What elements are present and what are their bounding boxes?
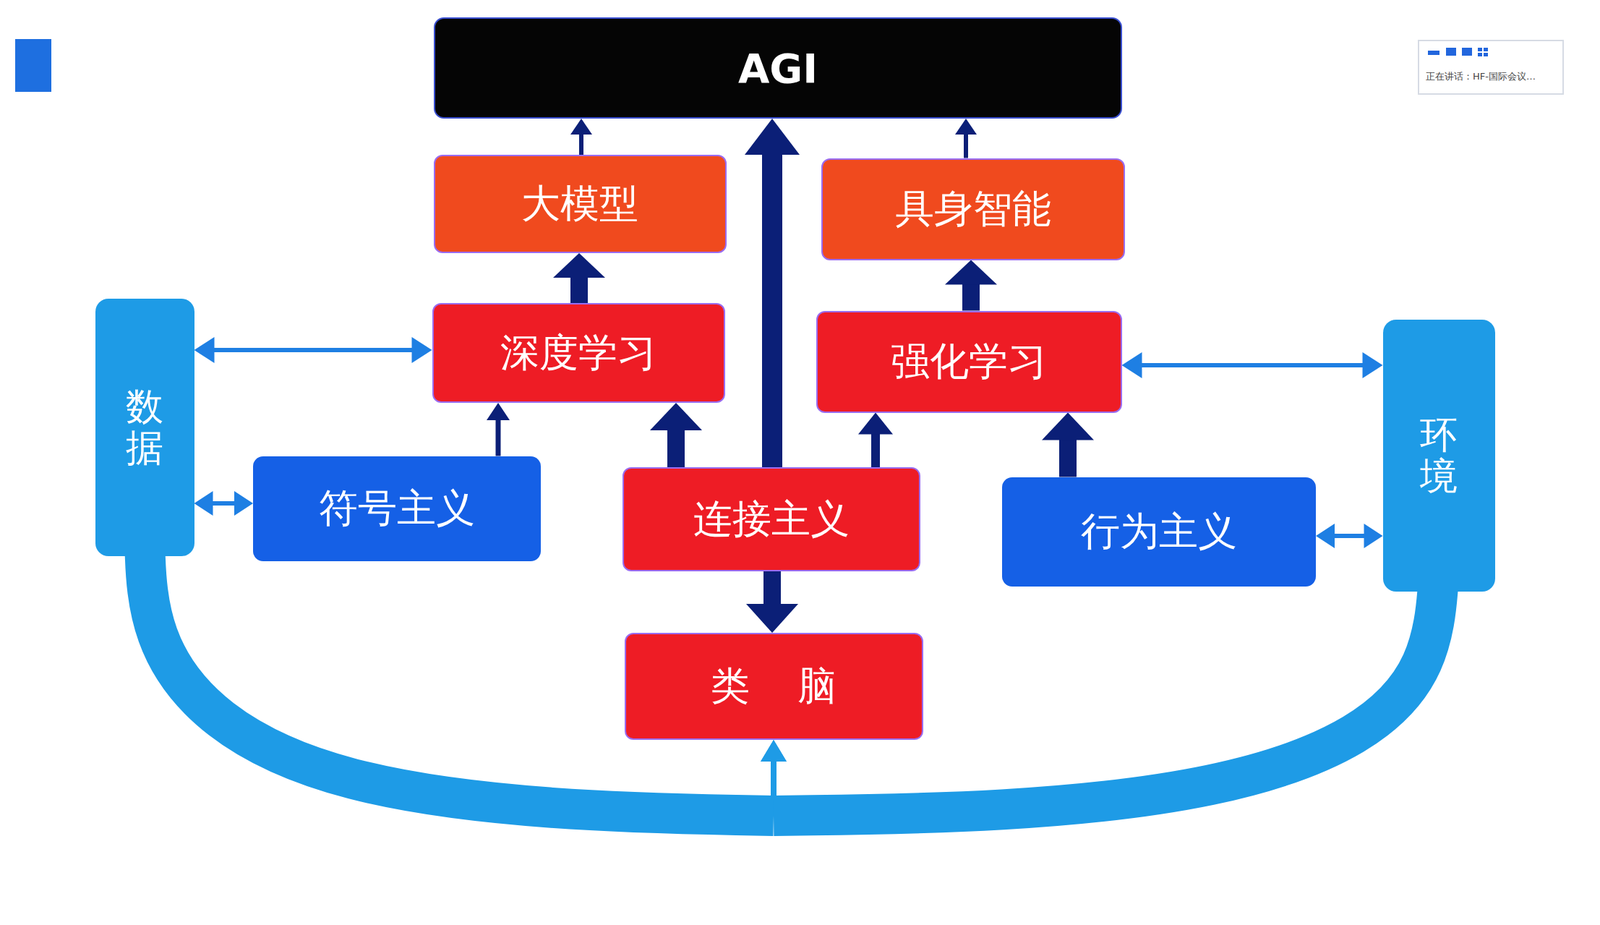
connector: [553, 253, 606, 303]
panel-icon: [1446, 47, 1457, 56]
arrow-head: [1364, 523, 1384, 549]
connector: [486, 402, 510, 457]
connector: [649, 402, 703, 468]
arrow-shaft: [579, 133, 584, 155]
goal-box: AGI: [433, 17, 1123, 119]
arrow-head: [955, 118, 977, 135]
arrow-head: [412, 336, 433, 363]
node-label: 行为主义: [1080, 505, 1238, 559]
connector: [955, 118, 977, 159]
connector: [858, 412, 893, 468]
arrow-head: [1315, 523, 1335, 549]
arrow-head: [744, 118, 800, 155]
method-box: 强化学习: [816, 310, 1123, 413]
arrow-head: [553, 253, 606, 278]
panel-icon: [1427, 50, 1440, 55]
arrow-shaft: [570, 276, 588, 303]
speaker-note: 正在讲话：HF-国际会议…: [1425, 70, 1536, 84]
node-label: 数据: [125, 386, 164, 469]
connector: [194, 336, 433, 363]
connector: [1041, 412, 1094, 478]
corner-square: [15, 39, 52, 92]
school-box: 行为主义: [1002, 477, 1316, 587]
arrow-head: [858, 412, 893, 435]
arrow-shaft: [1140, 362, 1365, 368]
arrow-shaft: [962, 283, 980, 311]
arrow-shaft: [667, 428, 685, 468]
arrow-head: [760, 739, 787, 762]
arrow-head: [760, 739, 787, 762]
arrow-shaft: [1333, 533, 1366, 538]
arrow-head: [194, 490, 214, 516]
panel-icon: [1477, 52, 1483, 57]
node-label: 连接主义: [693, 493, 850, 546]
speaker-panel: [1418, 40, 1564, 94]
panel-icon: [1483, 47, 1488, 52]
node-label: 环境: [1419, 414, 1458, 497]
node-label: AGI: [738, 44, 818, 92]
connector: [1122, 352, 1384, 379]
arrow-head: [1362, 352, 1384, 379]
method-box: 深度学习: [432, 302, 726, 403]
connector: [746, 571, 799, 633]
arrow-head: [194, 336, 215, 363]
application-box: 大模型: [433, 154, 727, 254]
arrow-head: [944, 260, 998, 285]
node-label: 大模型: [521, 177, 639, 231]
node-label: 深度学习: [500, 326, 657, 380]
arrow-shaft: [762, 153, 783, 468]
arrow-head: [570, 118, 593, 135]
arrow-head: [234, 490, 254, 516]
arrow-head: [486, 402, 510, 421]
connector: [194, 490, 254, 516]
arrow-shaft: [770, 759, 777, 796]
arrow-shaft: [871, 433, 880, 468]
school-box: 连接主义: [622, 467, 921, 572]
panel-icon: [1483, 52, 1488, 57]
arrow-shaft: [763, 571, 781, 606]
panel-icon: [1477, 47, 1483, 52]
connector: [744, 118, 800, 468]
connector: [570, 118, 593, 155]
connector: [944, 260, 998, 311]
node-label: 强化学习: [890, 335, 1047, 389]
arrow-head: [1122, 352, 1143, 379]
arrow-head: [746, 603, 799, 633]
arrow-shaft: [1059, 438, 1077, 478]
brain-box: 类 脑: [624, 632, 924, 740]
arrow-shaft: [770, 759, 777, 796]
node-label: 符号主义: [318, 482, 476, 536]
source-band: 环境: [1383, 319, 1496, 592]
arrow-head: [1041, 412, 1094, 441]
school-box: 符号主义: [253, 456, 541, 562]
arrow-head: [649, 402, 703, 431]
connector: [1315, 523, 1384, 549]
node-label: 具身智能: [895, 182, 1052, 236]
panel-icon: [1461, 47, 1473, 56]
arrow-shaft: [495, 418, 502, 457]
arrow-shaft: [213, 347, 414, 353]
source-band: 数据: [95, 298, 195, 556]
application-box: 具身智能: [821, 158, 1125, 261]
node-label: 类 脑: [710, 660, 836, 713]
arrow-shaft: [211, 501, 237, 506]
arrow-shaft: [963, 133, 969, 159]
